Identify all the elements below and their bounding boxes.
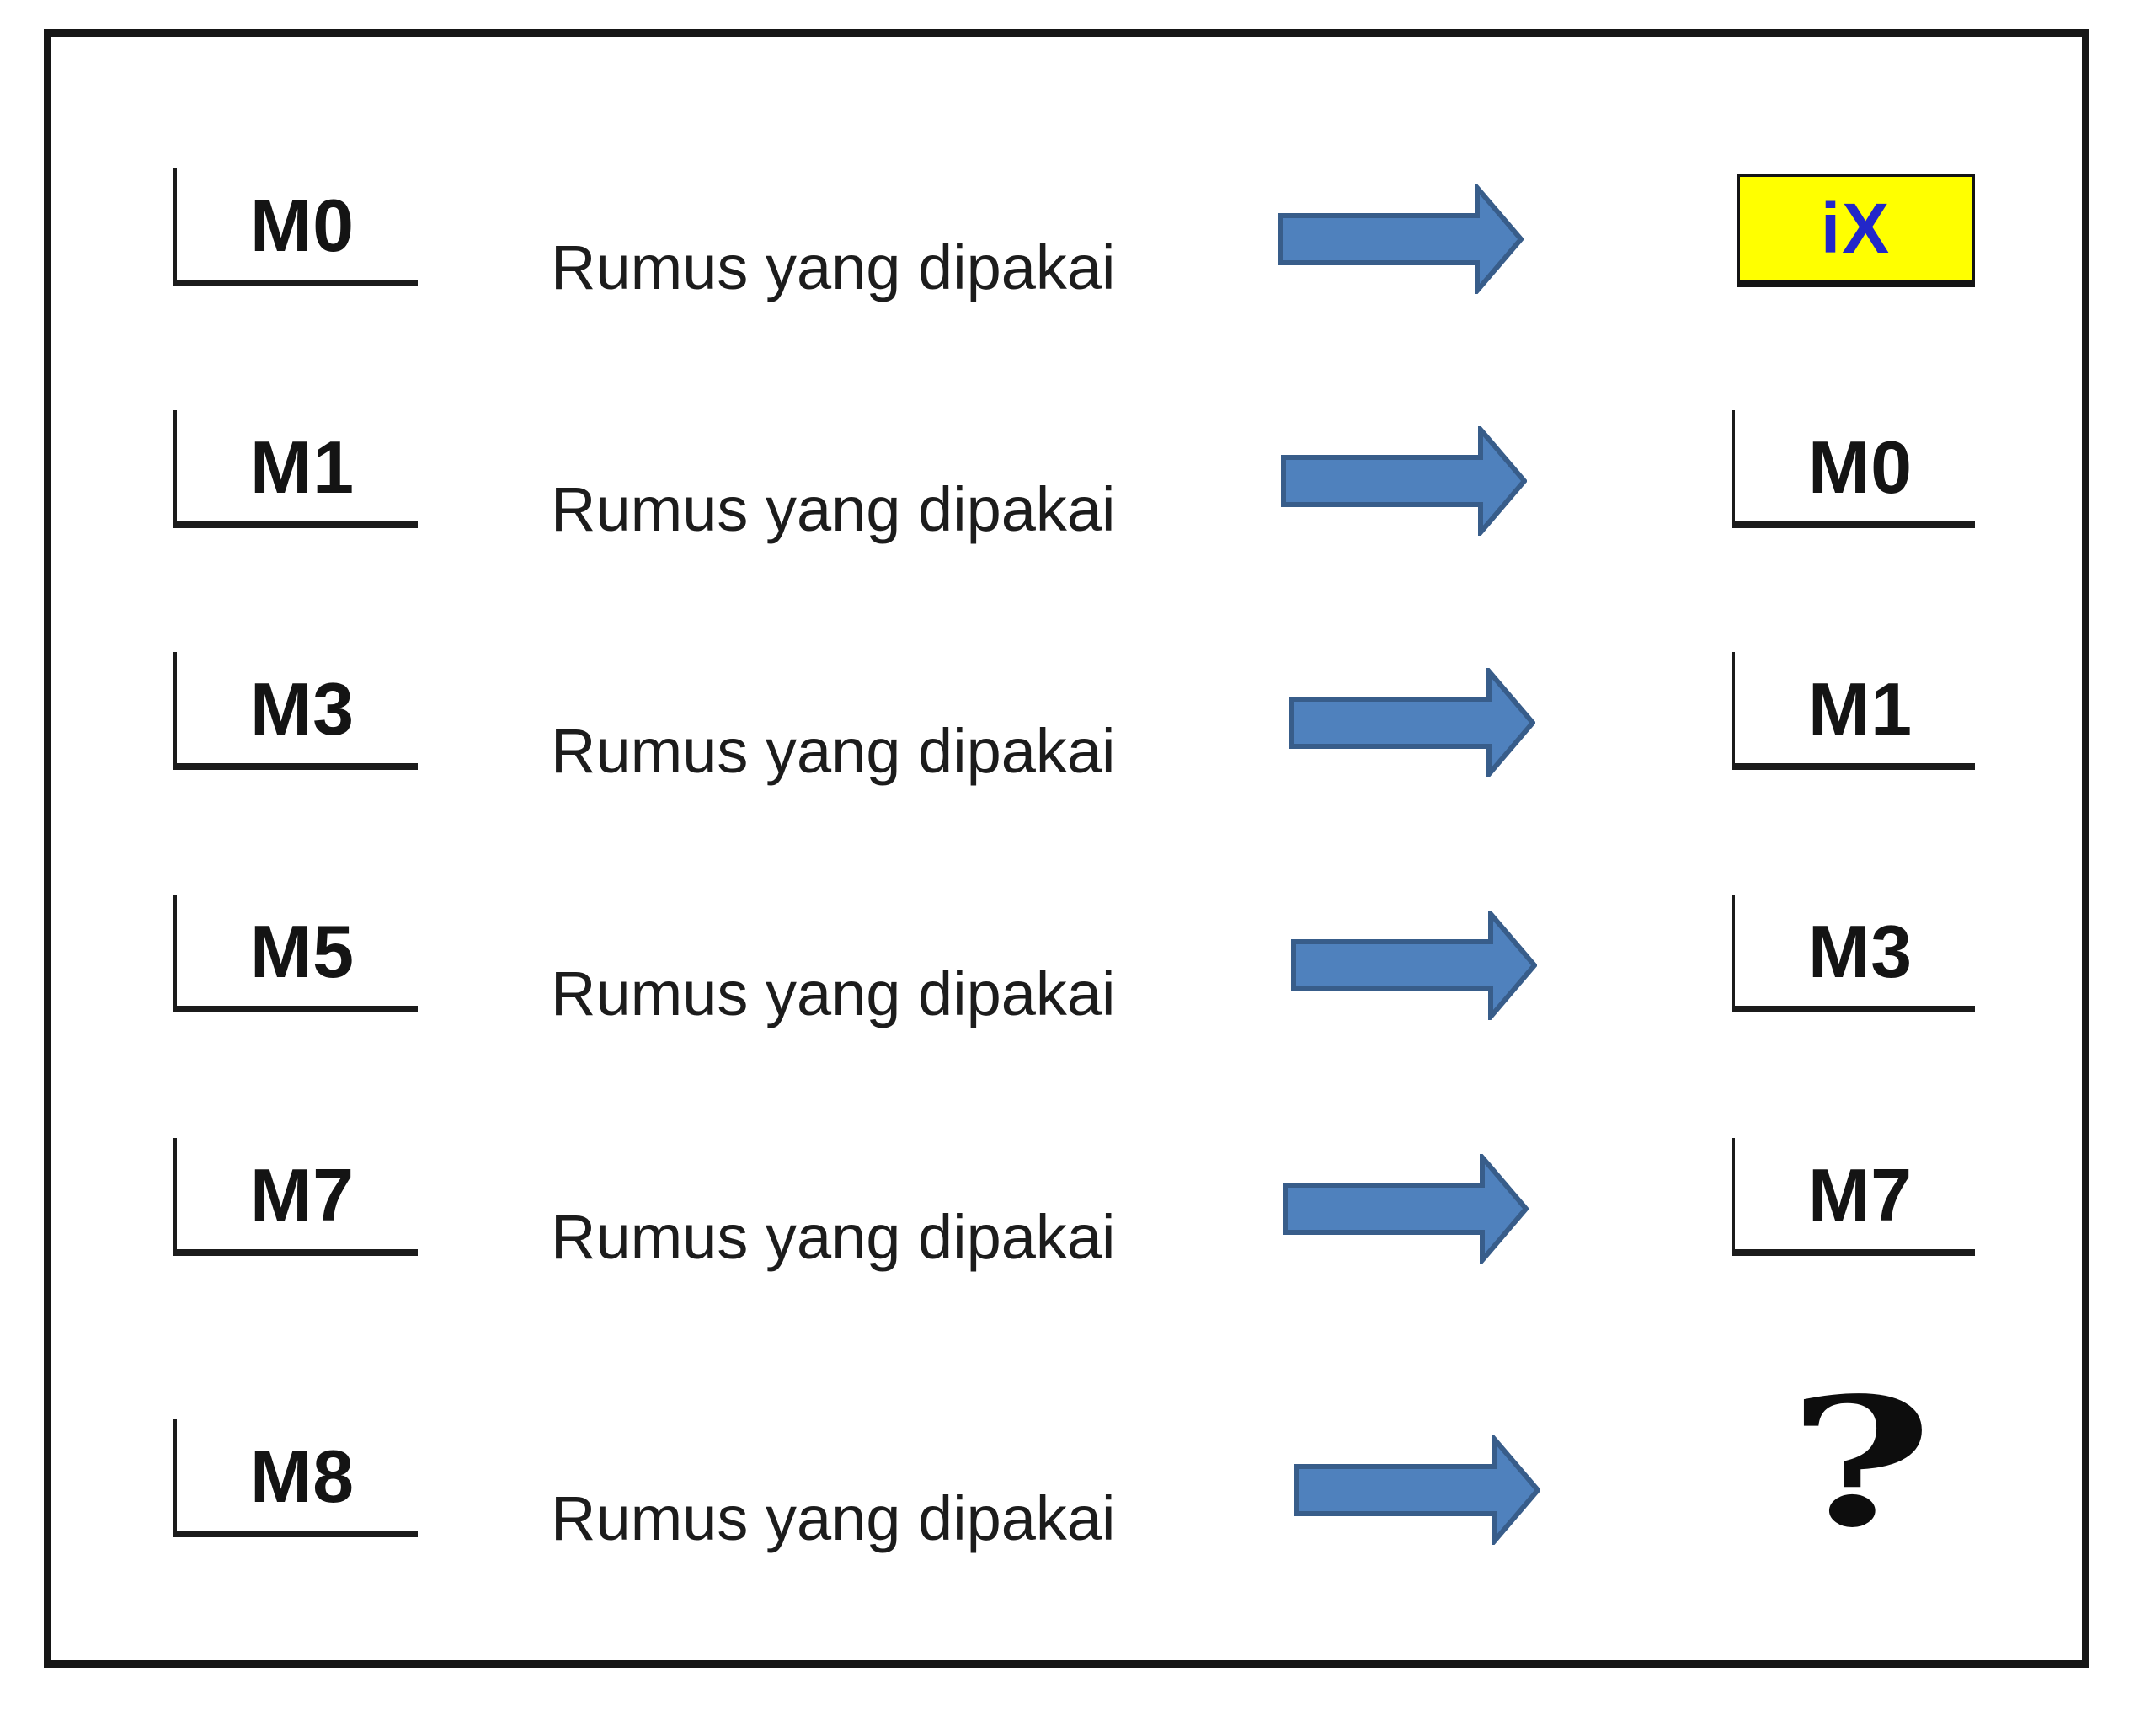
- right-arrow-icon: [1278, 184, 1524, 294]
- bracket-vertical-line: [173, 410, 177, 528]
- bracket-horizontal-line: [173, 1249, 418, 1256]
- question-mark: ?: [1787, 1359, 1934, 1567]
- bracket-horizontal-line: [1732, 1006, 1975, 1012]
- bracket-vertical-line: [1732, 1138, 1735, 1256]
- bracket-vertical-line: [173, 652, 177, 770]
- process-text: Rumus yang dipakai: [551, 716, 1116, 786]
- right-arrow-icon: [1294, 1435, 1540, 1545]
- bracket-vertical-line: [1732, 410, 1735, 528]
- source-label-m8: M8: [249, 1435, 355, 1518]
- right-arrow-icon: [1291, 911, 1537, 1020]
- process-text: Rumus yang dipakai: [551, 474, 1116, 544]
- bracket-horizontal-line: [173, 763, 418, 770]
- outer-border-frame: M0 Rumus yang dipakai iX M1 Rumus yang d…: [44, 29, 2089, 1668]
- result-label-m1: M1: [1807, 667, 1913, 751]
- bracket-vertical-line: [173, 168, 177, 286]
- process-text: Rumus yang dipakai: [551, 232, 1116, 302]
- right-arrow-icon: [1281, 426, 1527, 536]
- bracket-horizontal-line: [1732, 521, 1975, 528]
- bracket-vertical-line: [1732, 895, 1735, 1012]
- result-label-m0: M0: [1807, 425, 1913, 509]
- result-label-ix: iX: [1820, 189, 1892, 268]
- right-arrow-icon: [1283, 1154, 1529, 1264]
- bracket-horizontal-line: [173, 1531, 418, 1537]
- right-arrow-icon: [1289, 668, 1535, 777]
- process-text: Rumus yang dipakai: [551, 959, 1116, 1028]
- bracket-horizontal-line: [1732, 1249, 1975, 1256]
- bracket-vertical-line: [173, 895, 177, 1012]
- source-label-m0: M0: [249, 184, 355, 267]
- process-text: Rumus yang dipakai: [551, 1483, 1116, 1553]
- bracket-vertical-line: [173, 1419, 177, 1537]
- result-label-m3: M3: [1807, 910, 1913, 993]
- process-text: Rumus yang dipakai: [551, 1202, 1116, 1272]
- bracket-horizontal-line: [173, 280, 418, 286]
- source-label-m5: M5: [249, 910, 355, 993]
- bracket-horizontal-line: [173, 521, 418, 528]
- source-label-m7: M7: [249, 1153, 355, 1237]
- bracket-vertical-line: [1732, 652, 1735, 770]
- bracket-horizontal-line: [173, 1006, 418, 1012]
- source-label-m3: M3: [249, 667, 355, 751]
- bracket-vertical-line: [173, 1138, 177, 1256]
- result-highlight-box: iX: [1737, 174, 1975, 287]
- result-label-m7: M7: [1807, 1153, 1913, 1237]
- source-label-m1: M1: [249, 425, 355, 509]
- bracket-horizontal-line: [1732, 763, 1975, 770]
